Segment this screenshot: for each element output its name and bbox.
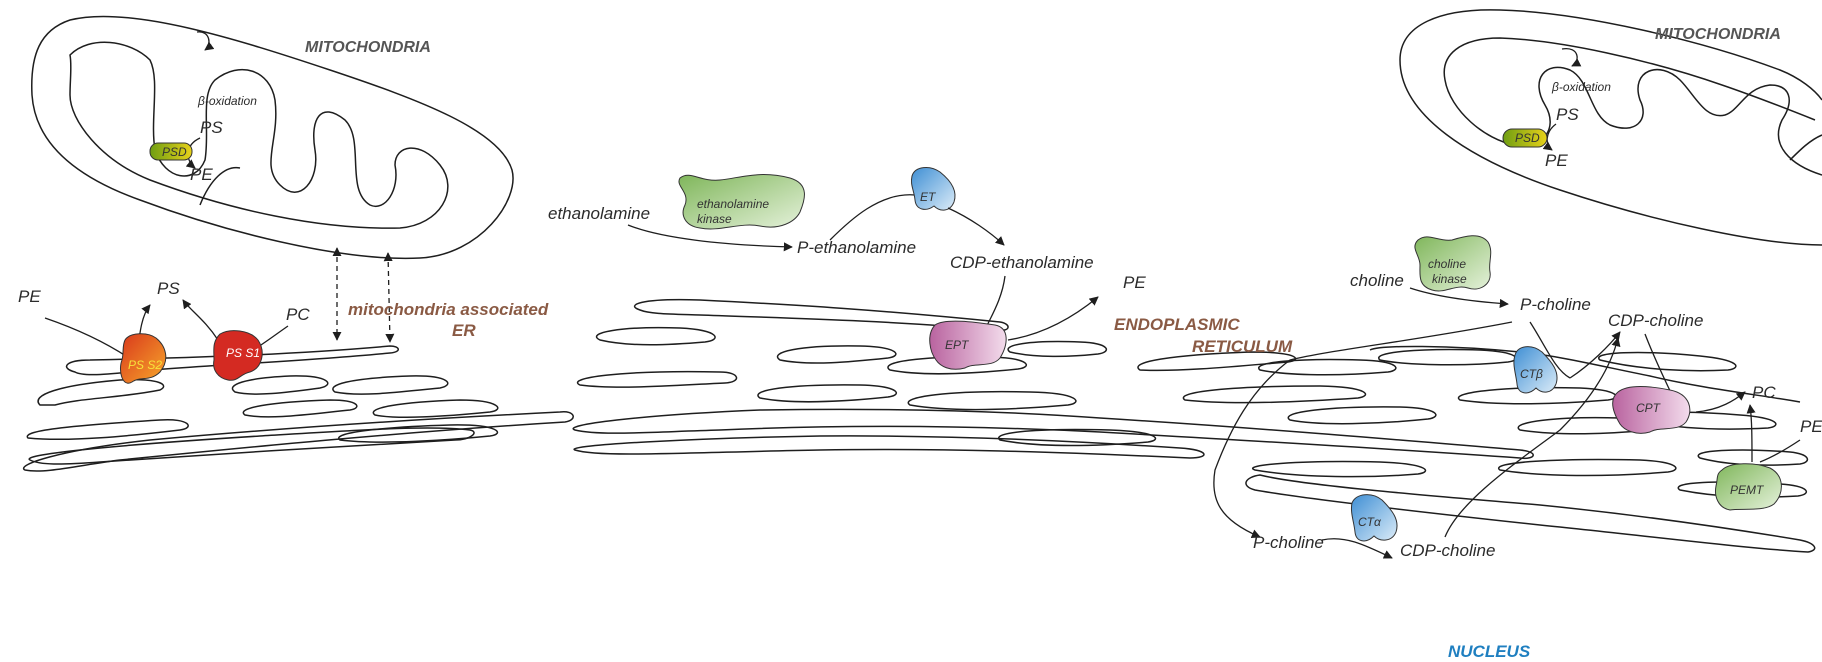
ps-to-pe-arrow-right xyxy=(1547,124,1556,150)
svg-text:ethanolamine: ethanolamine xyxy=(697,197,769,211)
svg-text:PSD: PSD xyxy=(162,145,187,159)
p-ethanolamine-label: P-ethanolamine xyxy=(797,238,916,257)
pemt-to-pc-arrow xyxy=(1750,405,1752,462)
p-choline-to-cdp-choline-arrow xyxy=(1322,539,1392,558)
ept-to-pe-arrow xyxy=(1008,297,1098,340)
pe-input: PE xyxy=(18,287,41,306)
svg-text:kinase: kinase xyxy=(697,212,732,226)
svg-text:CPT: CPT xyxy=(1636,401,1662,415)
cpt-enzyme: CPT xyxy=(1613,387,1690,434)
p-choline-top-label: P-choline xyxy=(1520,295,1591,314)
cdp-choline-bottom-label: CDP-choline xyxy=(1400,541,1495,560)
ct-alpha-enzyme: CTα xyxy=(1351,495,1397,541)
mam-contact-arrow-2 xyxy=(388,253,390,342)
svg-text:PSD: PSD xyxy=(1515,131,1540,145)
svg-text:PEMT: PEMT xyxy=(1730,483,1765,497)
svg-text:kinase: kinase xyxy=(1432,272,1467,286)
pe-output: PE xyxy=(1123,273,1146,292)
ethanolamine-label: ethanolamine xyxy=(548,204,650,223)
pss1-to-ps-arrow xyxy=(183,300,218,340)
mam-title-line1: mitochondria associated xyxy=(348,300,549,319)
p-ethanolamine-to-et-line xyxy=(830,195,915,240)
mitochondrion-right xyxy=(1400,10,1822,245)
endoplasmic-reticulum xyxy=(24,300,1815,552)
cpt-to-pc-arrow xyxy=(1696,392,1745,412)
ct-beta-enzyme: CTβ xyxy=(1514,347,1557,393)
cdp-choline-to-cpt-line xyxy=(1645,334,1672,395)
psd-enzyme-right: PSD xyxy=(1503,129,1547,147)
nucleus-title: NUCLEUS xyxy=(1448,642,1531,661)
ps-s1-enzyme: PS S1 xyxy=(214,331,263,381)
ps-mito-right: PS xyxy=(1556,105,1579,124)
choline-kinase-enzyme: choline kinase xyxy=(1415,236,1491,291)
mitochondrion-left xyxy=(32,16,513,258)
pe-mito-right: PE xyxy=(1545,151,1568,170)
cdp-choline-top-label: CDP-choline xyxy=(1608,311,1703,330)
er-title-line1: ENDOPLASMIC xyxy=(1114,315,1240,334)
choline-label: choline xyxy=(1350,271,1404,290)
ept-enzyme: EPT xyxy=(930,321,1006,369)
mito-right-title: MITOCHONDRIA xyxy=(1655,26,1781,43)
pe-mito-left: PE xyxy=(190,165,213,184)
mam-title-line2: ER xyxy=(452,321,476,340)
ps-mito-left: PS xyxy=(200,118,223,137)
svg-text:choline: choline xyxy=(1428,257,1466,271)
pemt-enzyme: PEMT xyxy=(1716,464,1782,510)
pc-output: PC xyxy=(1752,383,1776,402)
svg-text:CTα: CTα xyxy=(1358,515,1382,529)
pe-right-label: PE xyxy=(1800,417,1822,436)
beta-oxidation-arrow-left xyxy=(197,32,209,50)
p-choline-bottom-label: P-choline xyxy=(1253,533,1324,552)
psd-enzyme-left: PSD xyxy=(150,143,192,160)
svg-text:CTβ: CTβ xyxy=(1520,367,1543,381)
svg-text:ET: ET xyxy=(920,190,937,204)
beta-oxidation-arrow-right xyxy=(1562,49,1577,66)
et-enzyme: ET xyxy=(911,167,955,210)
pc-input: PC xyxy=(286,305,310,324)
ps-output: PS xyxy=(157,279,180,298)
ps-s2-enzyme: PS S2 xyxy=(120,334,165,383)
et-to-cdp-ethanolamine-arrow xyxy=(948,208,1004,245)
beta-oxidation-right: β-oxidation xyxy=(1551,80,1611,94)
svg-text:PS S2: PS S2 xyxy=(128,358,162,372)
ethanolamine-kinase-enzyme: ethanolamine kinase xyxy=(679,175,805,229)
er-title-line2: RETICULUM xyxy=(1192,337,1293,356)
cdp-ethanolamine-label: CDP-ethanolamine xyxy=(950,253,1094,272)
svg-text:EPT: EPT xyxy=(945,338,970,352)
choline-to-p-choline-arrow xyxy=(1410,288,1508,304)
pe-to-pss2-line xyxy=(45,318,132,360)
svg-text:PS S1: PS S1 xyxy=(226,346,260,360)
beta-oxidation-left: β-oxidation xyxy=(197,94,257,108)
mito-left-title: MITOCHONDRIA xyxy=(305,39,431,56)
